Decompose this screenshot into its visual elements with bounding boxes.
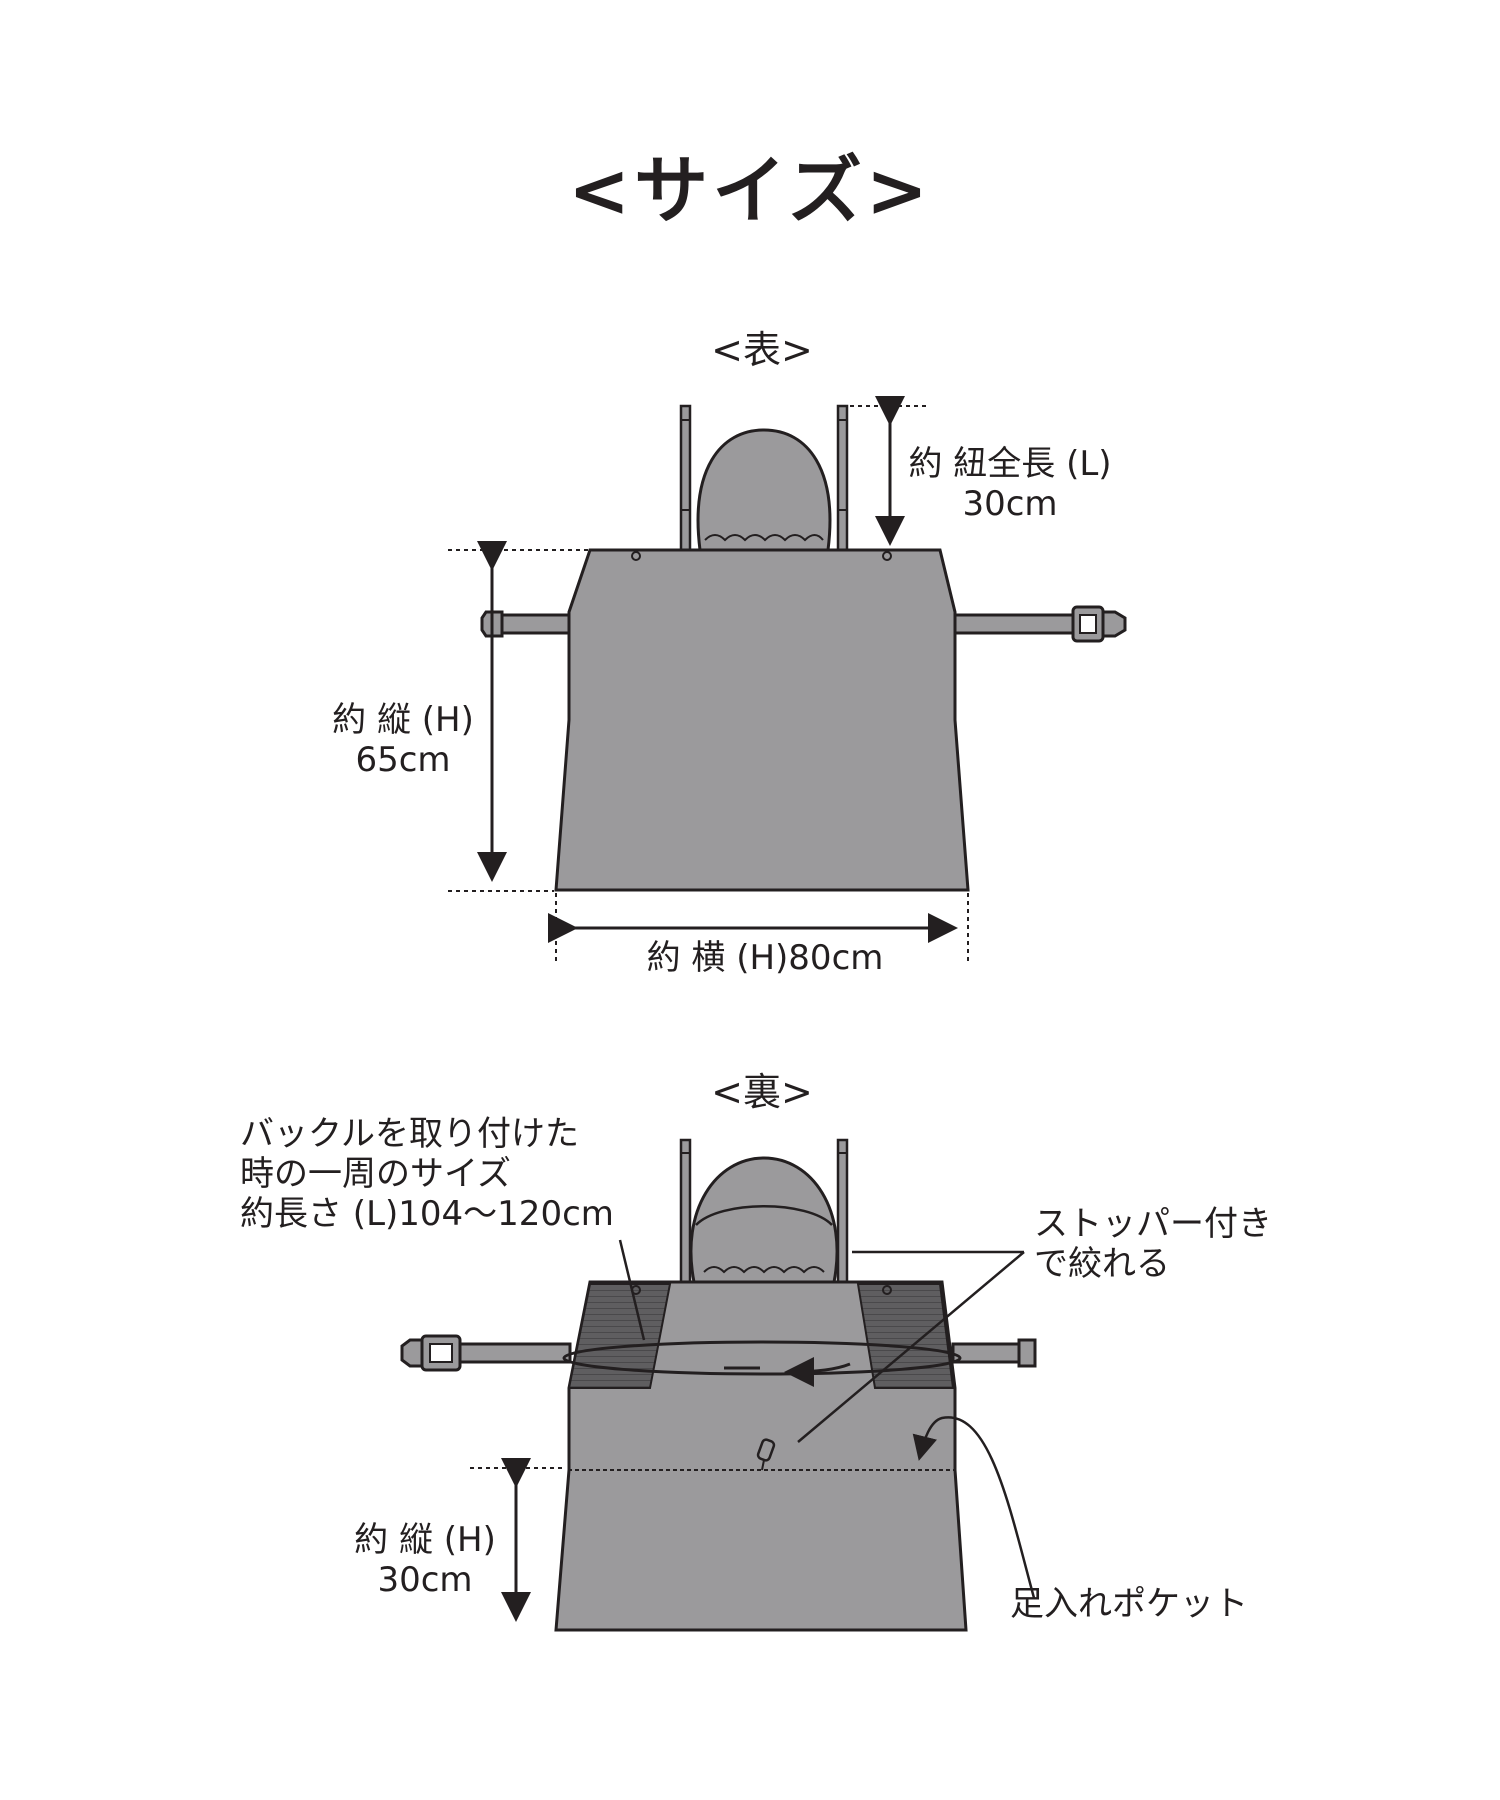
- front-height-dimension: [448, 541, 588, 892]
- front-height-value: 65cm: [355, 740, 451, 781]
- front-left-strap: [480, 610, 582, 638]
- stopper-line1: ストッパー付き: [1034, 1204, 1272, 1244]
- front-heading: <表>: [711, 328, 813, 372]
- front-tie-length-text: 約 紐全長 (L): [908, 444, 1112, 484]
- front-right-buckle-strap: [953, 605, 1127, 643]
- buckle-leader-line: [618, 1239, 646, 1341]
- back-diagram: [400, 1138, 1037, 1632]
- front-tie-length-value: 30cm: [962, 484, 1058, 525]
- stopper-leader-line: [797, 1250, 1025, 1443]
- stopper-line2: で絞れる: [1034, 1244, 1170, 1285]
- back-height-dimension: [470, 1458, 566, 1622]
- back-hood: [689, 1156, 839, 1284]
- stopper-toggle: [756, 1438, 776, 1471]
- back-height-text: 約 縦 (H): [354, 1520, 496, 1560]
- back-height-label: 約 縦 (H) 30cm: [340, 1520, 510, 1600]
- front-panel: [554, 548, 970, 892]
- front-diagram: [448, 396, 1127, 962]
- back-heading: <裏>: [711, 1070, 813, 1114]
- pocket-leader-line: [912, 1416, 1036, 1599]
- back-right-side-panel: [856, 1283, 955, 1389]
- front-tie-length-dimension: [850, 396, 926, 546]
- buckle-size-label: バックルを取り付けた 時の一周のサイズ 約長さ (L)104〜120cm: [240, 1114, 614, 1234]
- front-width-dimension: [548, 893, 969, 962]
- buckle-size-line2: 時の一周のサイズ: [240, 1154, 511, 1195]
- buckle-size-line1: バックルを取り付けた: [240, 1114, 579, 1154]
- stopper-label: ストッパー付き で絞れる: [1034, 1204, 1272, 1284]
- front-tie-length-label: 約 紐全長 (L) 30cm: [890, 444, 1130, 524]
- front-width-label: 約 横 (H)80cm: [646, 938, 884, 978]
- back-belt: [400, 1334, 1037, 1387]
- front-height-text: 約 縦 (H): [332, 700, 474, 740]
- foot-pocket-label: 足入れポケット: [1010, 1584, 1248, 1624]
- front-hood: [696, 428, 832, 552]
- buckle-size-line3: 約長さ (L)104〜120cm: [240, 1194, 614, 1235]
- page-title: <サイズ>: [568, 148, 932, 234]
- back-height-value: 30cm: [377, 1560, 473, 1601]
- front-height-label: 約 縦 (H) 65cm: [318, 700, 488, 780]
